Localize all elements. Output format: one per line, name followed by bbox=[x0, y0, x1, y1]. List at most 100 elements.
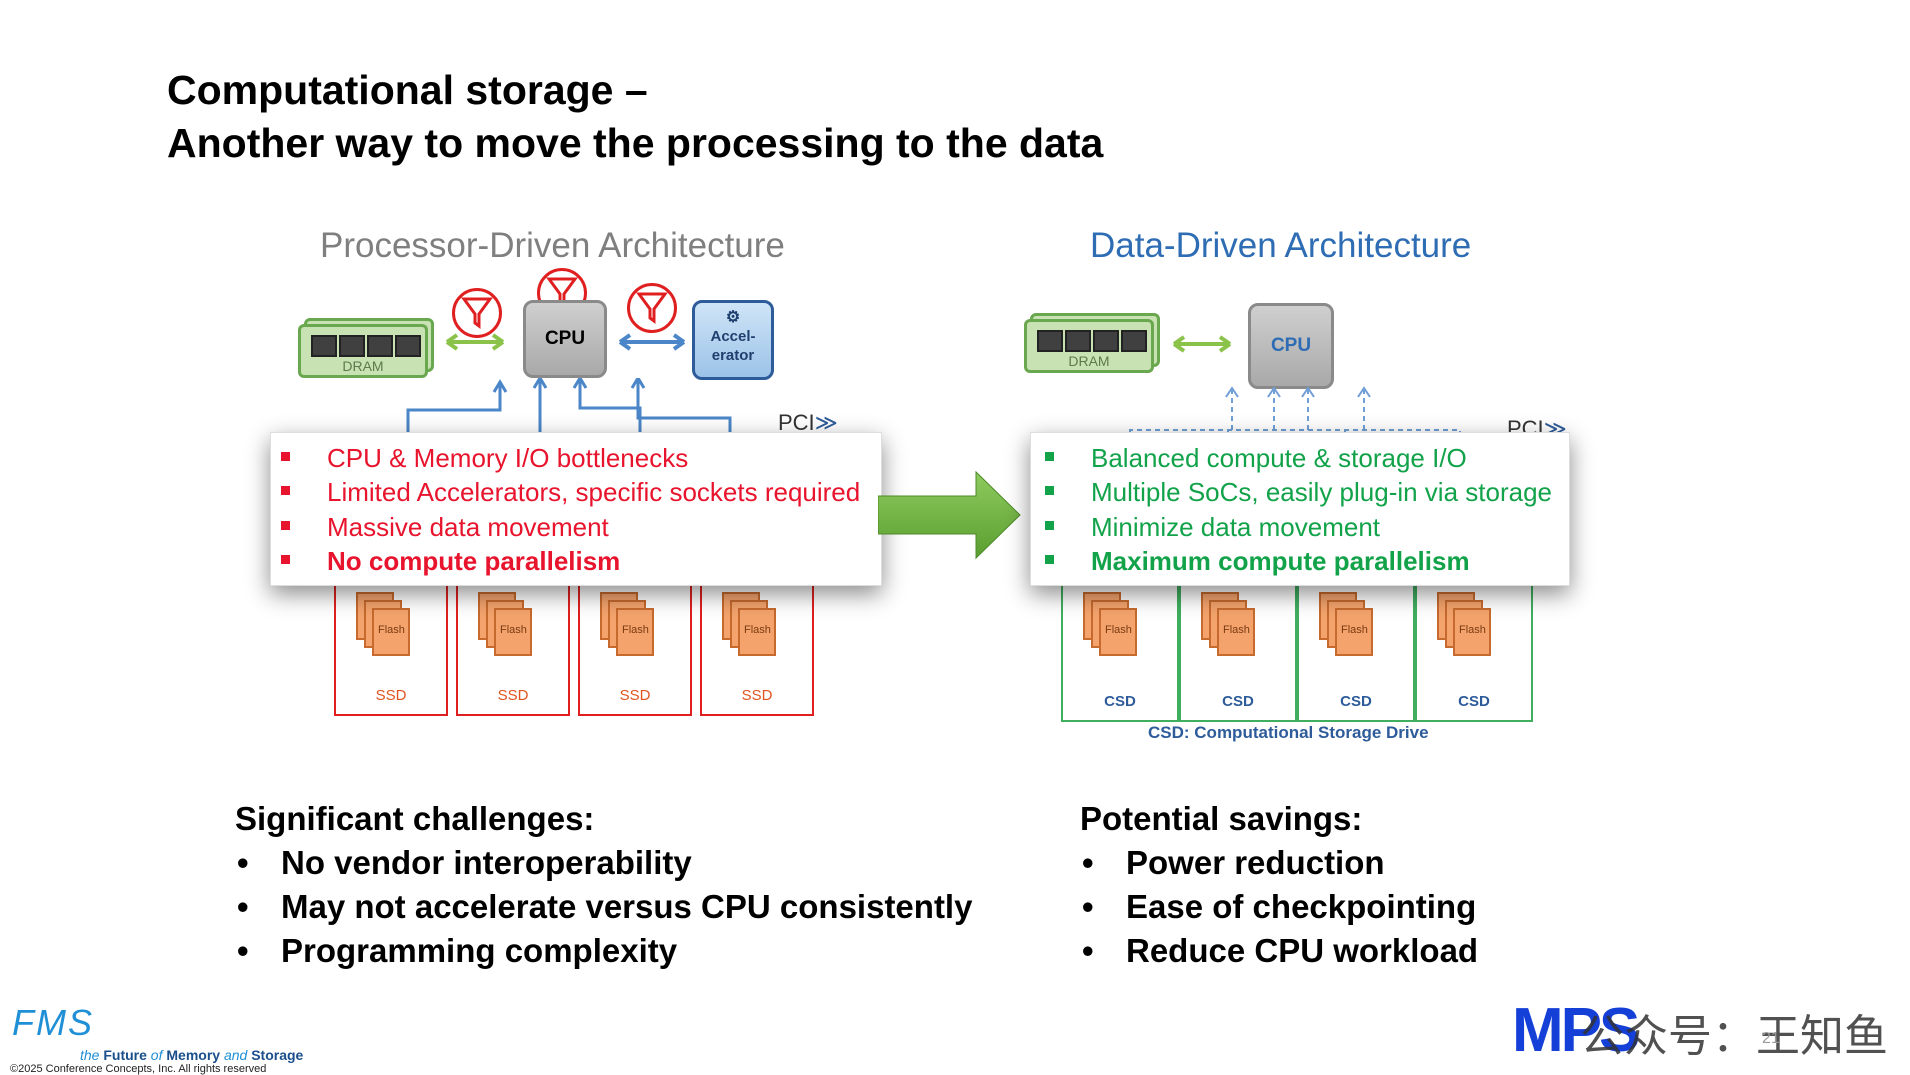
cpu-accel-link-arrow bbox=[618, 333, 686, 351]
csd-caption: CSD: Computational Storage Drive bbox=[1148, 723, 1429, 742]
dram-cpu-link-arrow-right bbox=[1172, 335, 1232, 353]
accelerator-block: ⚙ Accel- erator bbox=[692, 300, 774, 380]
title-line-1: Computational storage – bbox=[167, 67, 648, 113]
tagline-part: the bbox=[80, 1047, 104, 1063]
flash-label: Flash bbox=[1105, 624, 1132, 636]
bottleneck-item: Massive data movement bbox=[281, 512, 609, 543]
flash-chip: Flash bbox=[1217, 608, 1255, 656]
drive-label: CSD bbox=[1458, 693, 1490, 710]
processor-driven-title: Processor-Driven Architecture bbox=[320, 226, 785, 265]
saving-item-text: Reduce CPU workload bbox=[1126, 932, 1479, 969]
copyright: ©2025 Conference Concepts, Inc. All righ… bbox=[10, 1063, 267, 1075]
processor-bottleneck-box: CPU & Memory I/O bottlenecks Limited Acc… bbox=[270, 432, 882, 586]
benefit-item: Balanced compute & storage I/O bbox=[1045, 443, 1467, 474]
gear-icon: ⚙ bbox=[725, 309, 741, 326]
bottleneck-item: Limited Accelerators, specific sockets r… bbox=[281, 477, 861, 508]
flash-label: Flash bbox=[1459, 624, 1486, 636]
flash-chip: Flash bbox=[494, 608, 532, 656]
dram-label-right: DRAM bbox=[1068, 353, 1110, 369]
flash-label: Flash bbox=[378, 624, 405, 636]
slide-title: Computational storage – Another way to m… bbox=[167, 64, 1103, 170]
drive-label: SSD bbox=[619, 687, 651, 704]
bottleneck-item-text: No compute parallelism bbox=[327, 546, 621, 576]
dram-module-right-front: DRAM bbox=[1024, 319, 1154, 373]
data-driven-benefits-box: Balanced compute & storage I/O Multiple … bbox=[1030, 432, 1570, 586]
benefit-item: Multiple SoCs, easily plug-in via storag… bbox=[1045, 477, 1552, 508]
bottleneck-item-text: Massive data movement bbox=[327, 512, 609, 542]
page-number: 21 bbox=[1762, 1030, 1780, 1047]
accelerator-label-2: erator bbox=[711, 347, 755, 364]
mps-watermark-logo: MPS bbox=[1512, 996, 1640, 1065]
bottleneck-item: No compute parallelism bbox=[281, 546, 621, 577]
fms-tagline: the Future of Memory and Storage bbox=[80, 1047, 303, 1063]
data-driven-title: Data-Driven Architecture bbox=[1090, 226, 1472, 265]
fms-logo: FMS bbox=[12, 1002, 94, 1043]
tagline-part: Storage bbox=[251, 1047, 304, 1063]
bottleneck-item: CPU & Memory I/O bottlenecks bbox=[281, 443, 689, 474]
drive-label: CSD bbox=[1340, 693, 1372, 710]
savings-heading: Potential savings: bbox=[1080, 800, 1363, 837]
challenge-item: •No vendor interoperability bbox=[237, 844, 692, 881]
benefit-item-text: Maximum compute parallelism bbox=[1091, 546, 1470, 576]
watermark-text: 公众号：王知鱼 bbox=[1580, 1012, 1888, 1061]
filter-icon bbox=[627, 283, 677, 333]
flash-chip: Flash bbox=[1099, 608, 1137, 656]
flash-chip: Flash bbox=[372, 608, 410, 656]
drive-label: SSD bbox=[375, 687, 407, 704]
flash-label: Flash bbox=[1223, 624, 1250, 636]
flash-label: Flash bbox=[500, 624, 527, 636]
flash-label: Flash bbox=[622, 624, 649, 636]
drive-label: SSD bbox=[741, 687, 773, 704]
bottleneck-item-text: Limited Accelerators, specific sockets r… bbox=[327, 477, 861, 507]
flash-chip: Flash bbox=[1453, 608, 1491, 656]
benefit-item: Minimize data movement bbox=[1045, 512, 1380, 543]
tagline-part: of bbox=[146, 1047, 167, 1063]
accelerator-label-1: Accel- bbox=[710, 328, 756, 345]
challenge-item-text: Programming complexity bbox=[281, 932, 678, 969]
challenge-item: •May not accelerate versus CPU consisten… bbox=[237, 888, 973, 925]
challenge-item-text: No vendor interoperability bbox=[281, 844, 692, 881]
cpu-label-right: CPU bbox=[1270, 335, 1312, 356]
cpu-block-right: CPU bbox=[1248, 303, 1334, 389]
cpu-block-left: CPU bbox=[523, 300, 607, 378]
benefit-item-text: Multiple SoCs, easily plug-in via storag… bbox=[1091, 477, 1552, 507]
tagline-part: Memory bbox=[166, 1047, 221, 1063]
bottleneck-item-text: CPU & Memory I/O bottlenecks bbox=[327, 443, 689, 473]
drive-label: CSD bbox=[1104, 693, 1136, 710]
tagline-part: and bbox=[220, 1047, 252, 1063]
title-line-2: Another way to move the processing to th… bbox=[167, 120, 1104, 166]
saving-item: •Reduce CPU workload bbox=[1082, 932, 1479, 969]
pci-arrow-icon: ≫ bbox=[814, 410, 838, 435]
challenge-item: •Programming complexity bbox=[237, 932, 678, 969]
flash-chip: Flash bbox=[616, 608, 654, 656]
flash-chip: Flash bbox=[1335, 608, 1373, 656]
dram-cpu-link-arrow bbox=[445, 333, 505, 351]
pci-text-left: PCI bbox=[778, 410, 815, 435]
benefit-item: Maximum compute parallelism bbox=[1045, 546, 1470, 577]
drive-label: CSD bbox=[1222, 693, 1254, 710]
saving-item-text: Ease of checkpointing bbox=[1126, 888, 1477, 925]
dram-module-left-front: DRAM bbox=[298, 324, 428, 378]
tagline-part: Future bbox=[103, 1047, 147, 1063]
flash-label: Flash bbox=[1341, 624, 1368, 636]
saving-item: •Power reduction bbox=[1082, 844, 1385, 881]
challenges-heading: Significant challenges: bbox=[235, 800, 595, 837]
drive-label: SSD bbox=[497, 687, 529, 704]
transition-arrow bbox=[878, 470, 1021, 560]
saving-item: •Ease of checkpointing bbox=[1082, 888, 1477, 925]
pci-label-left: PCI≫ bbox=[778, 410, 838, 436]
challenge-item-text: May not accelerate versus CPU consistent… bbox=[281, 888, 973, 925]
benefit-item-text: Minimize data movement bbox=[1091, 512, 1380, 542]
filter-icon bbox=[452, 288, 502, 338]
dram-label-left: DRAM bbox=[342, 358, 384, 374]
saving-item-text: Power reduction bbox=[1126, 844, 1385, 881]
flash-chip: Flash bbox=[738, 608, 776, 656]
